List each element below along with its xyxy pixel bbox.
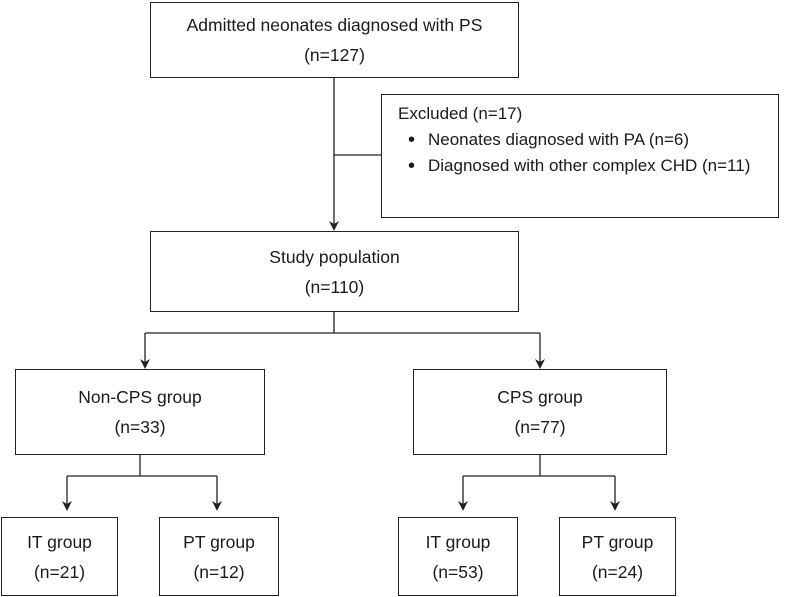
node-admitted-title: Admitted neonates diagnosed with PS	[186, 15, 483, 35]
node-excluded-title: Excluded (n=17)	[398, 104, 523, 123]
node-cps-title: CPS group	[497, 387, 583, 407]
node-excluded: Excluded (n=17) Neonates diagnosed with …	[381, 94, 779, 218]
node-noncps-title: Non-CPS group	[78, 387, 202, 407]
node-noncps-it-title: IT group	[27, 531, 92, 552]
node-admitted-count: (n=127)	[304, 45, 365, 65]
node-noncps-pt-count: (n=12)	[193, 561, 245, 582]
node-cps-pt-group: PT group (n=24)	[559, 517, 676, 596]
excluded-item: Diagnosed with other complex CHD (n=11)	[398, 153, 768, 179]
node-noncps-it-count: (n=21)	[33, 561, 86, 582]
excluded-item: Neonates diagnosed with PA (n=6)	[398, 127, 768, 153]
node-study-title: Study population	[269, 246, 400, 267]
node-cps-group: CPS group (n=77)	[413, 369, 667, 455]
node-noncps-group: Non-CPS group (n=33)	[15, 369, 265, 455]
node-noncps-it-group: IT group (n=21)	[1, 517, 118, 596]
node-cps-pt-title: PT group	[581, 531, 654, 552]
node-cps-it-count: (n=53)	[432, 561, 484, 582]
node-noncps-pt-group: PT group (n=12)	[159, 517, 279, 596]
node-admitted: Admitted neonates diagnosed with PS (n=1…	[150, 2, 519, 78]
node-study-population: Study population (n=110)	[150, 231, 519, 312]
node-noncps-pt-title: PT group	[183, 531, 255, 552]
node-cps-pt-count: (n=24)	[591, 561, 644, 582]
node-noncps-count: (n=33)	[114, 417, 166, 437]
node-cps-it-group: IT group (n=53)	[398, 517, 518, 596]
node-study-count: (n=110)	[304, 276, 365, 297]
node-cps-it-title: IT group	[425, 531, 491, 552]
excluded-list: Neonates diagnosed with PA (n=6) Diagnos…	[398, 127, 768, 179]
node-cps-count: (n=77)	[514, 417, 566, 437]
